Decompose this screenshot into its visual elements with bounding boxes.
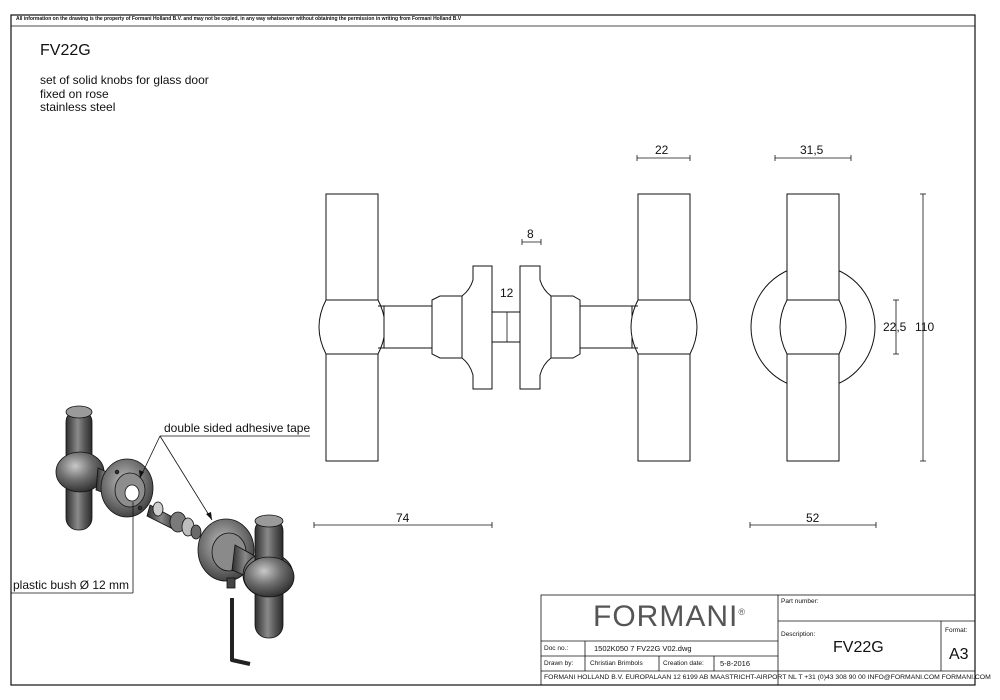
description-line: stainless steel <box>40 100 116 114</box>
product-code: FV22G <box>40 42 91 59</box>
drawn-by-label: Drawn by: <box>544 660 574 667</box>
dimension-label: 52 <box>806 511 820 525</box>
right-stem <box>579 305 633 349</box>
allen-key <box>230 598 251 666</box>
right-collar <box>550 295 581 359</box>
dimension-label: 22,5 <box>883 320 907 334</box>
callout-leaders <box>11 435 310 594</box>
drawn-by-value: Christian Brimbols <box>590 660 643 667</box>
description-line: set of solid knobs for glass door <box>40 73 209 87</box>
callout-plastic-bush: plastic bush Ø 12 mm <box>13 578 130 592</box>
spindle <box>491 311 521 343</box>
formani-logo: FORMANI® <box>593 600 746 633</box>
dimension-lines <box>313 155 926 528</box>
exploded-view <box>55 405 295 666</box>
left-collar <box>431 295 463 359</box>
callout-adhesive-tape: double sided adhesive tape <box>164 421 311 435</box>
creation-date-label: Creation date: <box>663 660 704 667</box>
dimension-label: 8 <box>527 227 534 241</box>
left-knob-ball <box>318 299 386 355</box>
dimension-label: 74 <box>396 511 410 525</box>
format-label: Format: <box>945 627 968 634</box>
right-rose <box>519 265 552 390</box>
dimension-label: 22 <box>655 143 669 157</box>
doc-no-value: 1502K050 7 FV22G V02.dwg <box>594 644 692 653</box>
footer-address: FORMANI HOLLAND B.V. EUROPALAAN 12 6199 … <box>544 674 991 681</box>
dimension-label: 12 <box>500 286 514 300</box>
left-stem <box>383 305 433 349</box>
creation-date-value: 5-8-2016 <box>720 659 751 668</box>
dimension-label: 110 <box>915 320 935 334</box>
left-rose <box>461 265 493 390</box>
description-line: fixed on rose <box>40 87 109 101</box>
title-block <box>540 594 976 686</box>
dimension-label: 31,5 <box>800 143 824 157</box>
right-knob-ball <box>630 299 698 355</box>
sheet-border <box>10 14 976 686</box>
part-number-label: Part number: <box>781 598 819 605</box>
side-knob-ball <box>779 299 847 355</box>
format-value: A3 <box>949 646 969 663</box>
side-view <box>750 193 876 462</box>
doc-no-label: Doc no.: <box>544 645 569 652</box>
description-label: Description: <box>781 631 816 638</box>
disclaimer-text: All information on the drawing is the pr… <box>16 16 462 22</box>
description-value: FV22G <box>833 639 884 656</box>
front-view <box>318 193 698 462</box>
